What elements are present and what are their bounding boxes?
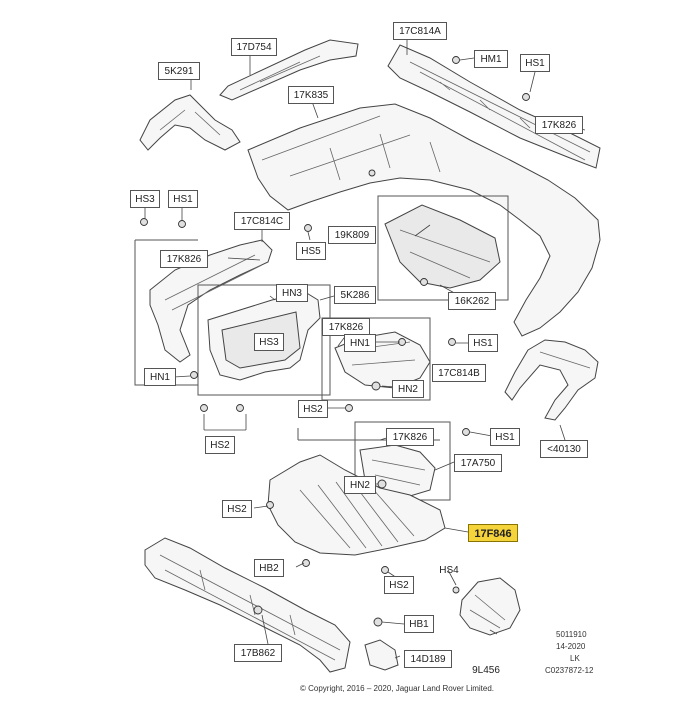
callout-9l456[interactable]: 9L456 (472, 665, 500, 676)
callout-hs2-middle[interactable]: HS2 (298, 400, 328, 418)
callout-17c814a[interactable]: 17C814A (393, 22, 447, 40)
part-40130[interactable] (504, 339, 599, 421)
callout-hs3-left[interactable]: HS3 (130, 190, 160, 208)
part-19k809[interactable] (384, 204, 501, 289)
callout-hn1-middle[interactable]: HN1 (344, 334, 376, 352)
callout-19k809[interactable]: 19K809 (328, 226, 376, 244)
callout-hs4[interactable]: HS4 (439, 565, 459, 576)
callout-hs2-bottom[interactable]: HS2 (384, 576, 414, 594)
reference-date: 14-2020 (556, 642, 586, 651)
part-17k835[interactable] (247, 103, 601, 337)
callout-14d189[interactable]: 14D189 (404, 650, 452, 668)
callout-hs2-lower[interactable]: HS2 (222, 500, 252, 518)
callout-hb2[interactable]: HB2 (254, 559, 284, 577)
callout-hm1-top[interactable]: HM1 (474, 50, 508, 68)
callout-17f846-highlighted[interactable]: 17F846 (468, 524, 518, 542)
callout-hs1-middle[interactable]: HS1 (468, 334, 498, 352)
callout-17k826-left[interactable]: 17K826 (160, 250, 208, 268)
reference-illustration-id: C0237872-12 (545, 666, 594, 675)
callout-hn2-lower[interactable]: HN2 (344, 476, 376, 494)
callout-hn2-middle[interactable]: HN2 (392, 380, 424, 398)
reference-number: 5011910 (556, 630, 587, 639)
copyright-notice: © Copyright, 2016 – 2020, Jaguar Land Ro… (300, 684, 495, 693)
part-14d189[interactable] (364, 639, 399, 671)
callout-16k262[interactable]: 16K262 (448, 292, 496, 310)
callout-5k286[interactable]: 5K286 (334, 286, 376, 304)
callout-hs3-bracket[interactable]: HS3 (254, 333, 284, 351)
part-17d754[interactable] (219, 39, 359, 101)
callout-hs5[interactable]: HS5 (296, 242, 326, 260)
reference-code: LK (570, 654, 580, 663)
callout-hn3[interactable]: HN3 (276, 284, 308, 302)
part-5k291[interactable] (139, 94, 241, 151)
callout-hs1-top[interactable]: HS1 (520, 54, 550, 72)
callout-17b862[interactable]: 17B862 (234, 644, 282, 662)
callout-17k835[interactable]: 17K835 (288, 86, 334, 104)
callout-17k826-lower[interactable]: 17K826 (386, 428, 434, 446)
callout-40130[interactable]: <40130 (540, 440, 588, 458)
callout-hs1-left[interactable]: HS1 (168, 190, 198, 208)
callout-hs1-lower[interactable]: HS1 (490, 428, 520, 446)
callout-17c814b[interactable]: 17C814B (432, 364, 486, 382)
part-17c814c[interactable] (149, 239, 273, 363)
callout-hs2-left[interactable]: HS2 (205, 436, 235, 454)
part-9l456[interactable] (459, 577, 521, 636)
callout-17d754[interactable]: 17D754 (231, 38, 277, 56)
callout-17a750[interactable]: 17A750 (454, 454, 502, 472)
part-17b862[interactable] (144, 537, 351, 673)
part-17f846[interactable] (267, 454, 446, 556)
callout-17k826-right[interactable]: 17K826 (535, 116, 583, 134)
callout-5k291[interactable]: 5K291 (158, 62, 200, 80)
callout-hb1[interactable]: HB1 (404, 615, 434, 633)
callout-17c814c[interactable]: 17C814C (234, 212, 290, 230)
callout-hn1-left[interactable]: HN1 (144, 368, 176, 386)
part-17c814a[interactable] (387, 44, 601, 169)
